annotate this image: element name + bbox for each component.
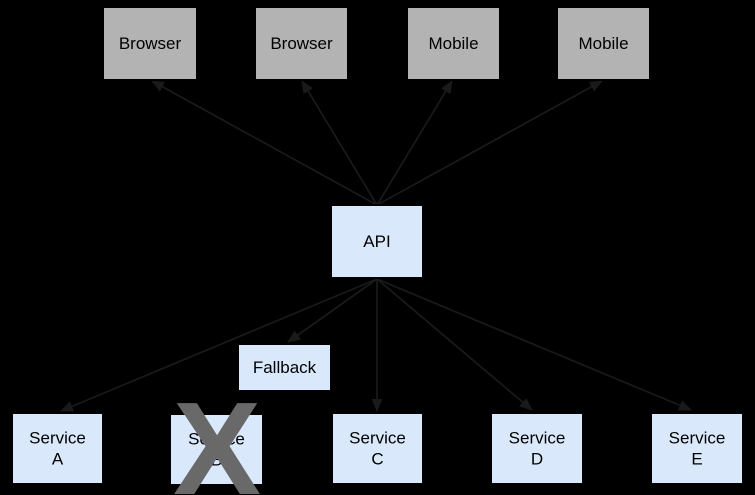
node-browser-1-box xyxy=(102,6,198,81)
node-browser-2-label: Browser xyxy=(270,34,333,53)
node-mobile-2: Mobile xyxy=(556,6,651,81)
edges-layer xyxy=(60,80,692,412)
node-service-a-label: A xyxy=(52,450,64,469)
edge-api-to-fallback xyxy=(287,278,378,343)
node-service-e-label: Service xyxy=(669,429,726,448)
node-fallback-label: Fallback xyxy=(253,358,317,377)
node-mobile-1-label: Mobile xyxy=(428,34,478,53)
node-api: API xyxy=(330,204,424,279)
node-api-box xyxy=(330,204,424,279)
node-browser-2-box xyxy=(254,6,349,81)
edge-api-to-browser-1 xyxy=(151,80,378,206)
node-service-b-box xyxy=(169,413,264,486)
node-browser-1-label: Browser xyxy=(119,34,182,53)
node-browser-1: Browser xyxy=(102,6,198,81)
edge-api-to-mobile-2 xyxy=(376,80,603,206)
node-service-b-label: B xyxy=(211,451,222,470)
node-service-c-label: C xyxy=(371,450,383,469)
node-service-a-box xyxy=(11,412,104,485)
node-service-c-box xyxy=(331,412,424,485)
edge-api-to-mobile-1 xyxy=(376,80,453,206)
node-service-d-label: Service xyxy=(509,429,566,448)
failure-cross-icon: X xyxy=(173,375,261,495)
node-mobile-1-box xyxy=(406,6,501,81)
node-service-a-label: Service xyxy=(29,429,86,448)
edge-api-to-service-d xyxy=(376,278,533,411)
edge-api-to-service-e xyxy=(376,278,692,411)
edge-api-to-service-a xyxy=(60,278,378,412)
node-fallback: Fallback xyxy=(237,343,332,392)
edge-api-to-browser-2 xyxy=(301,80,378,206)
node-service-e-label: E xyxy=(691,450,702,469)
node-service-d-box xyxy=(490,412,584,485)
node-service-d-label: D xyxy=(531,450,543,469)
node-service-c-label: Service xyxy=(349,429,406,448)
node-mobile-2-box xyxy=(556,6,651,81)
node-service-b-label: Service xyxy=(188,430,245,449)
node-mobile-1: Mobile xyxy=(406,6,501,81)
node-api-label: API xyxy=(363,232,390,251)
node-fallback-box xyxy=(237,343,332,392)
node-browser-2: Browser xyxy=(254,6,349,81)
node-mobile-2-label: Mobile xyxy=(578,34,628,53)
node-service-e-box xyxy=(650,412,744,485)
overlay-layer: X xyxy=(173,375,261,495)
